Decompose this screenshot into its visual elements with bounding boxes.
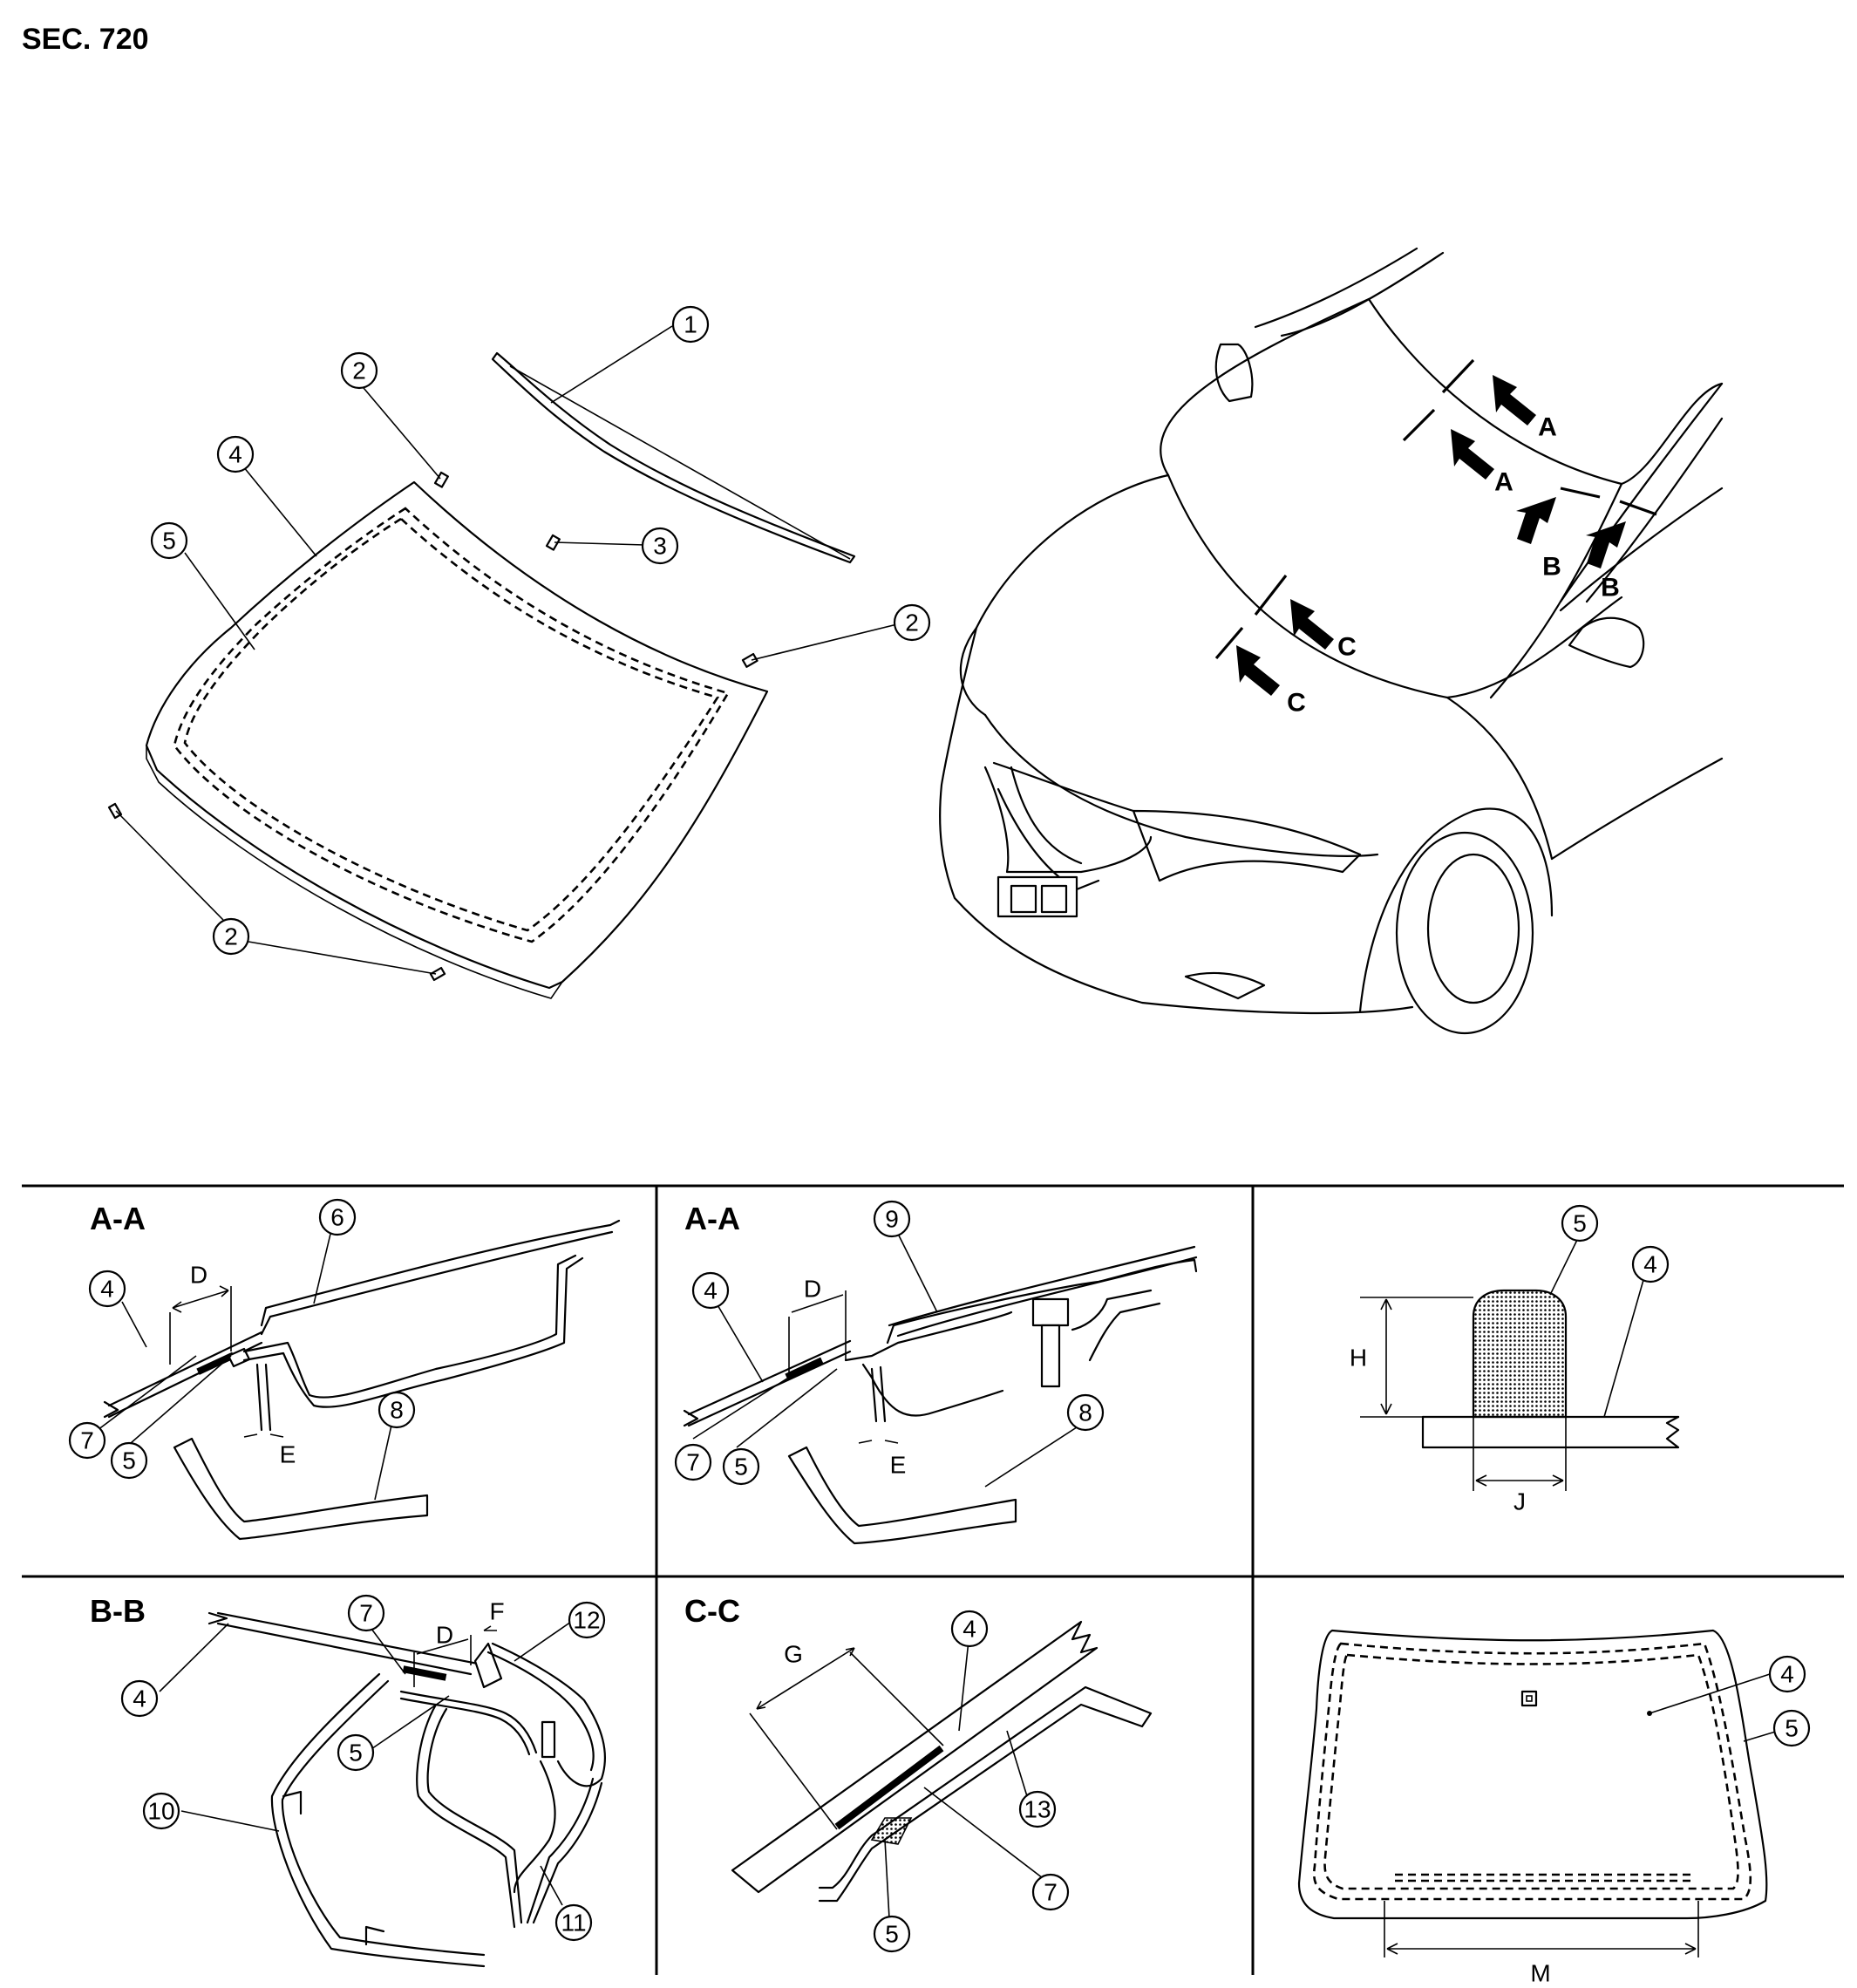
panel-title-aa-right: A-A xyxy=(684,1201,740,1236)
svg-text:8: 8 xyxy=(390,1397,404,1424)
callout-5: 5 xyxy=(873,1915,911,1953)
dim-d: D xyxy=(804,1276,821,1303)
svg-text:11: 11 xyxy=(561,1910,586,1937)
callout-5: 5 xyxy=(110,1441,148,1480)
svg-text:8: 8 xyxy=(1078,1399,1092,1426)
dim-g: G xyxy=(784,1641,803,1668)
svg-text:4: 4 xyxy=(704,1277,718,1304)
svg-text:5: 5 xyxy=(734,1454,748,1481)
section-marker-b: B xyxy=(1601,574,1620,603)
svg-text:5: 5 xyxy=(885,1921,899,1948)
svg-text:2: 2 xyxy=(352,357,366,385)
callout-7: 7 xyxy=(347,1594,385,1632)
car-front-view xyxy=(939,247,1724,1035)
callout-5: 5 xyxy=(150,521,188,560)
svg-text:3: 3 xyxy=(653,533,667,560)
callouts: 1 2 3 2 4 5 2 4 6 7 5 8 9 4 7 5 8 5 4 7 … xyxy=(68,305,1811,1953)
svg-text:9: 9 xyxy=(885,1206,899,1233)
sealant-bead-detail xyxy=(1360,1237,1680,1491)
section-code: SEC. 720 xyxy=(22,23,149,56)
section-aa-right xyxy=(683,1233,1198,1545)
callout-4: 4 xyxy=(1768,1655,1806,1693)
panel-title-bb: B-B xyxy=(90,1593,146,1629)
windshield-exploded-view xyxy=(107,325,901,999)
section-bb xyxy=(159,1611,606,1968)
svg-text:7: 7 xyxy=(1044,1879,1058,1906)
callout-5: 5 xyxy=(722,1447,760,1486)
callout-7: 7 xyxy=(1031,1873,1070,1911)
dim-d: D xyxy=(436,1622,453,1649)
svg-text:4: 4 xyxy=(1780,1661,1794,1688)
svg-text:5: 5 xyxy=(1573,1210,1587,1237)
callout-8: 8 xyxy=(1066,1393,1105,1432)
svg-text:1: 1 xyxy=(684,311,697,338)
panel-grid xyxy=(22,1184,1844,1975)
svg-text:10: 10 xyxy=(147,1798,174,1825)
windshield-front-view xyxy=(1297,1629,1788,1957)
svg-text:5: 5 xyxy=(1785,1715,1799,1742)
section-marker-c: C xyxy=(1337,633,1357,662)
svg-text:5: 5 xyxy=(122,1447,136,1474)
callout-5: 5 xyxy=(1772,1709,1811,1747)
svg-text:4: 4 xyxy=(133,1685,146,1712)
callout-7: 7 xyxy=(68,1421,106,1460)
svg-text:4: 4 xyxy=(228,441,242,468)
svg-text:4: 4 xyxy=(963,1616,976,1643)
dim-f: F xyxy=(489,1598,504,1625)
callout-5: 5 xyxy=(1561,1204,1599,1242)
callout-7: 7 xyxy=(674,1443,712,1481)
callout-5: 5 xyxy=(337,1733,375,1772)
dim-d: D xyxy=(190,1262,207,1289)
windshield-moulding-shape xyxy=(491,351,856,564)
dim-e: E xyxy=(890,1452,907,1479)
dim-j: J xyxy=(1513,1488,1526,1515)
callout-4: 4 xyxy=(950,1610,989,1648)
svg-text:7: 7 xyxy=(80,1427,94,1454)
svg-text:6: 6 xyxy=(330,1204,344,1231)
callout-12: 12 xyxy=(568,1601,606,1639)
svg-text:5: 5 xyxy=(162,528,176,555)
callout-6: 6 xyxy=(318,1198,357,1236)
svg-text:2: 2 xyxy=(224,923,238,950)
callout-2: 2 xyxy=(212,917,250,956)
callout-8: 8 xyxy=(378,1391,416,1429)
svg-text:4: 4 xyxy=(1643,1251,1657,1278)
dim-e: E xyxy=(280,1441,296,1468)
callout-2: 2 xyxy=(893,603,931,642)
callout-4: 4 xyxy=(120,1679,159,1718)
dim-m: M xyxy=(1530,1960,1550,1987)
callout-4: 4 xyxy=(88,1270,126,1308)
svg-text:12: 12 xyxy=(573,1607,600,1634)
section-marker-c: C xyxy=(1287,689,1306,718)
windshield-glass-shape xyxy=(145,480,769,990)
section-marker-a: A xyxy=(1494,468,1513,497)
callout-4: 4 xyxy=(691,1271,730,1310)
svg-text:4: 4 xyxy=(100,1276,114,1303)
callout-1: 1 xyxy=(671,305,710,344)
callout-10: 10 xyxy=(142,1792,180,1830)
callout-11: 11 xyxy=(554,1903,593,1942)
svg-text:5: 5 xyxy=(349,1740,363,1767)
callout-2: 2 xyxy=(340,351,378,390)
callout-9: 9 xyxy=(873,1200,911,1238)
svg-text:7: 7 xyxy=(359,1600,373,1627)
callout-13: 13 xyxy=(1018,1790,1057,1828)
section-marker-b: B xyxy=(1542,553,1561,582)
svg-text:13: 13 xyxy=(1024,1796,1051,1823)
svg-text:2: 2 xyxy=(905,609,919,637)
panel-title-aa-left: A-A xyxy=(90,1201,146,1236)
panel-title-cc: C-C xyxy=(684,1593,740,1629)
dim-h: H xyxy=(1350,1345,1367,1372)
section-cc xyxy=(731,1620,1153,1919)
svg-text:7: 7 xyxy=(686,1449,700,1476)
section-marker-a: A xyxy=(1538,413,1557,442)
section-aa-left xyxy=(97,1219,621,1541)
callout-4: 4 xyxy=(1631,1245,1670,1283)
callout-4: 4 xyxy=(216,435,255,473)
callout-3: 3 xyxy=(641,527,679,565)
